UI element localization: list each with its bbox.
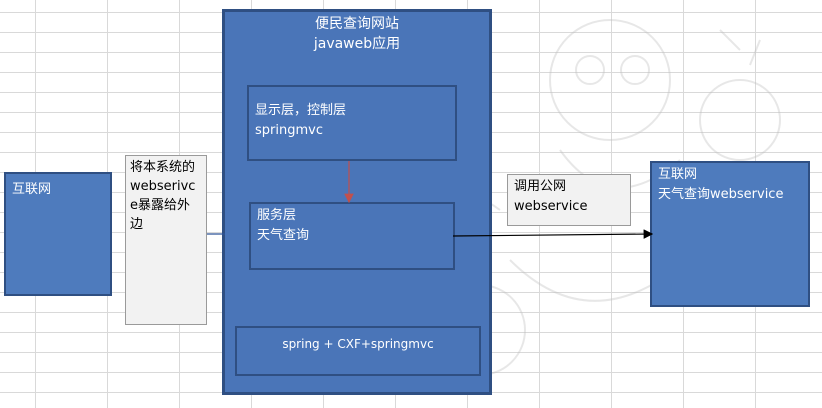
main-app-box: 便民查询网站 javaweb应用 显示层，控制层 springmvc 服务层 天…	[222, 9, 492, 395]
main-app-title: 便民查询网站 javaweb应用	[225, 14, 489, 54]
internet-right-line1: 互联网	[658, 167, 698, 182]
internet-right-line2: 天气查询webservice	[658, 187, 784, 202]
display-layer-tech: springmvc	[255, 123, 323, 138]
tech-stack-box: spring + CXF+springmvc	[235, 326, 481, 376]
call-public-line1: 调用公网	[514, 179, 567, 194]
expose-webservice-label: 将本系统的webserivce暴露给外边	[130, 160, 196, 232]
tech-stack-label: spring + CXF+springmvc	[282, 337, 434, 351]
service-layer-box: 服务层 天气查询	[249, 202, 455, 270]
main-title-line2: javaweb应用	[313, 36, 401, 52]
service-layer-title: 服务层	[257, 208, 297, 223]
service-layer-subtitle: 天气查询	[257, 228, 310, 243]
internet-left-label: 互联网	[12, 182, 52, 197]
main-title-line1: 便民查询网站	[315, 16, 399, 32]
display-control-layer-box: 显示层，控制层 springmvc	[247, 85, 457, 161]
internet-left-box: 互联网	[4, 172, 112, 296]
call-public-webservice-note: 调用公网 webservice	[507, 174, 631, 226]
expose-webservice-note: 将本系统的webserivce暴露给外边	[125, 155, 207, 325]
display-layer-title: 显示层，控制层	[255, 103, 347, 118]
internet-weather-box: 互联网 天气查询webservice	[650, 161, 810, 307]
call-public-line2: webservice	[514, 199, 588, 214]
